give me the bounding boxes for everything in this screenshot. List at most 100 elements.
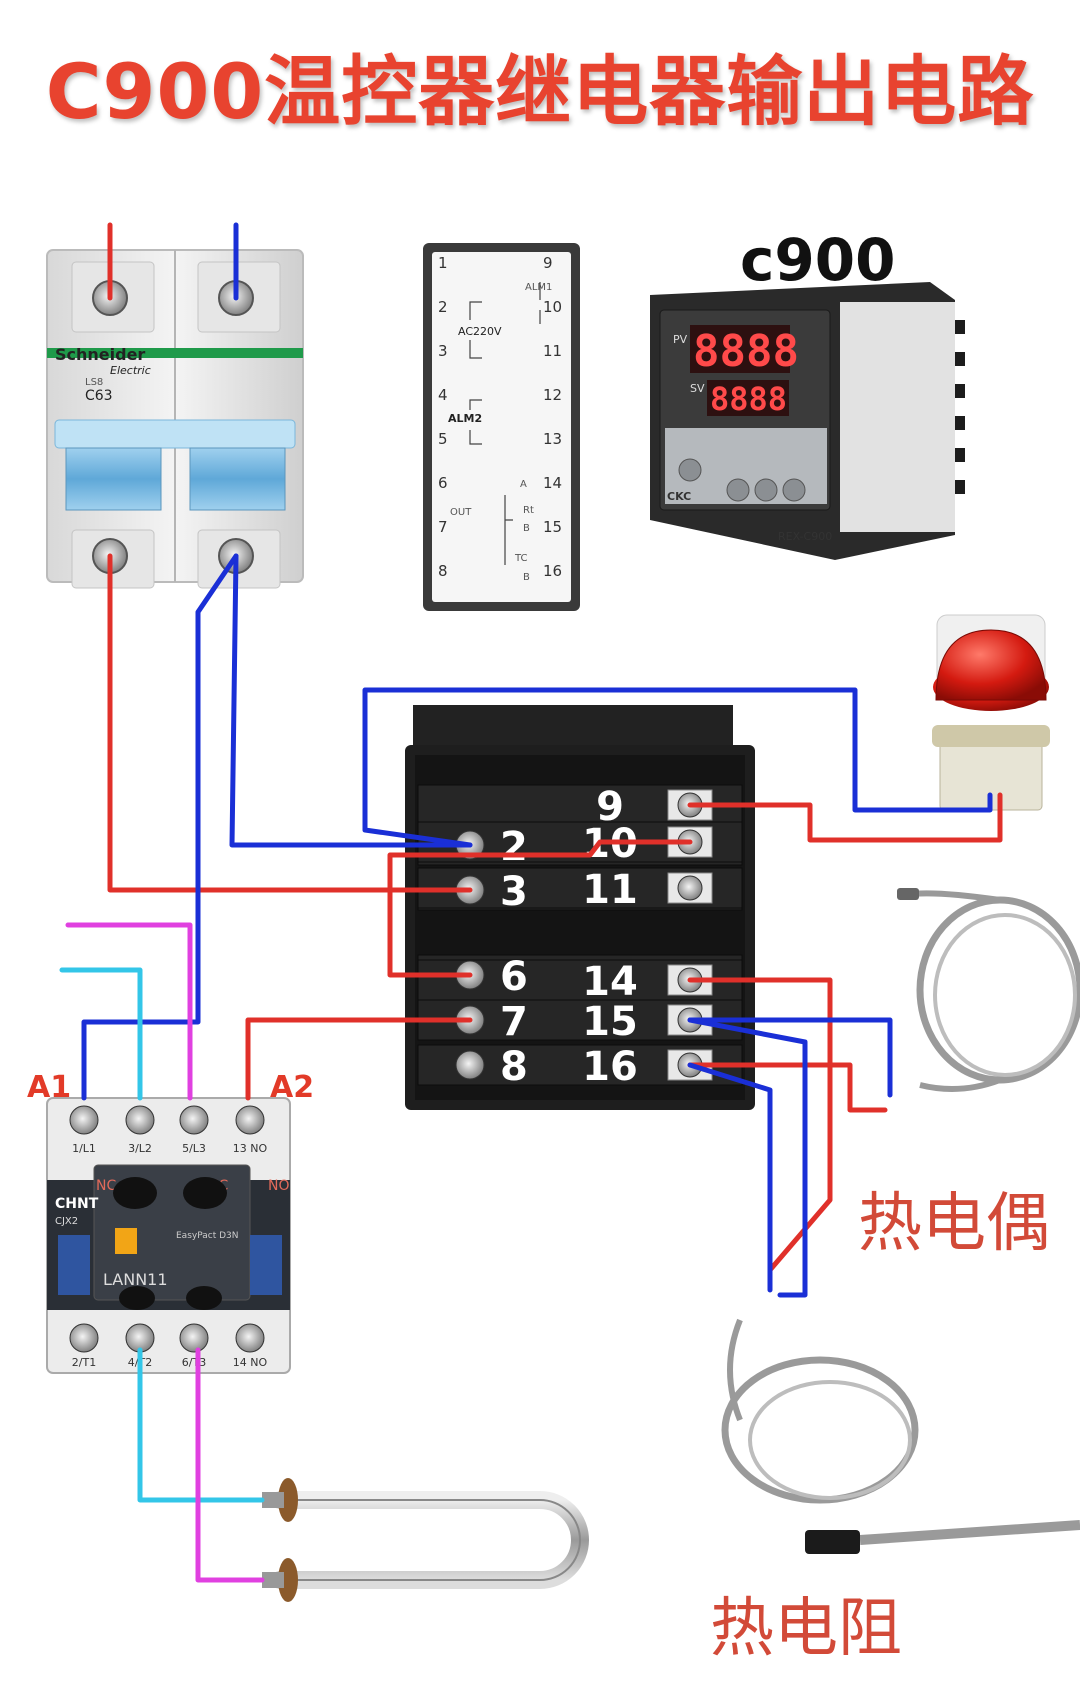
contactor-a2-label: A2 <box>270 1070 314 1105</box>
breaker-brand-sub: Electric <box>110 364 151 377</box>
contactor-bottom-label-3: 14 NO <box>233 1356 268 1369</box>
contactor-top-label-2: 5/L3 <box>182 1142 206 1155</box>
wire-live-to-pin3 <box>107 553 473 893</box>
contactor-a1-label: A1 <box>27 1070 71 1105</box>
heater-element <box>262 1478 589 1602</box>
controller-label: c900 <box>740 226 895 294</box>
rtd-sensor <box>721 1318 1080 1554</box>
wl-pin-left-2: 2 <box>438 298 448 316</box>
wire-pin15-tc-blue <box>687 1017 893 1098</box>
controller-model: REX-C900 <box>778 530 832 543</box>
controller-sv-label: SV <box>690 382 705 395</box>
contactor-aux-model: LANN11 <box>103 1270 168 1289</box>
controller-shift-button[interactable] <box>726 478 750 502</box>
contactor-top-screw-3 <box>235 1105 265 1135</box>
wires <box>59 222 1003 1583</box>
circuit-breaker: Schneider Electric LS8 C63 <box>46 249 304 589</box>
wire-pin9-to-lamp <box>687 792 1003 843</box>
alarm-lamp <box>932 614 1050 811</box>
wl-pin-left-8: 8 <box>438 562 448 580</box>
contactor-nc-left: NC <box>96 1178 116 1194</box>
thermocouple-label: 热电偶 <box>858 1187 1050 1261</box>
contactor-model: CJX2 <box>55 1216 78 1227</box>
controller-down-button[interactable] <box>754 478 778 502</box>
tb-left-label-3: 3 <box>500 869 528 915</box>
rtd-label: 热电阻 <box>710 1592 902 1666</box>
breaker-model: C63 <box>85 388 113 404</box>
page-title: C900温控器继电器输出电路 <box>45 47 1035 136</box>
breaker-brand: Schneider <box>55 345 145 364</box>
tb-right-label-16: 16 <box>582 1044 638 1090</box>
controller-set-button[interactable] <box>678 458 702 482</box>
wire-pin16-tc-red <box>687 1062 888 1113</box>
wire-t2-to-heater <box>137 1347 265 1503</box>
wl-pin-left-4: 4 <box>438 386 448 404</box>
tb-left-label-2: 2 <box>500 824 528 870</box>
wl-out: OUT <box>450 507 472 518</box>
controller-up-button[interactable] <box>782 478 806 502</box>
contactor-no-right: NO <box>268 1178 290 1194</box>
controller-front-panel: PV SV 8888 8888 CKC REX-C900 <box>650 282 965 560</box>
wire-pin16-rtd <box>687 1062 773 1293</box>
tb-left-screw-8 <box>455 1050 485 1080</box>
wl-pin-left-1: 1 <box>438 254 448 272</box>
contactor-bottom-screw-0 <box>69 1323 99 1353</box>
wire-t3-to-heater <box>195 1347 265 1583</box>
wl-tc: TC <box>514 553 528 564</box>
contactor-top-screw-2 <box>179 1105 209 1135</box>
breaker-series: LS8 <box>85 377 103 388</box>
wl-pin-right-11: 11 <box>543 342 562 360</box>
wl-supply: AC220V <box>458 325 502 338</box>
wl-pin-right-14: 14 <box>543 474 562 492</box>
controller-pv-label: PV <box>673 333 688 346</box>
wire-pin7-to-a2 <box>245 1017 473 1101</box>
wire-pin14-tc <box>687 977 833 1273</box>
thermocouple-sensor <box>897 888 1080 1092</box>
wire-pin2-to-lamp <box>362 687 993 848</box>
wire-pin15-rtd <box>687 1017 808 1298</box>
tb-right-label-9: 9 <box>596 784 624 830</box>
contactor-top-label-0: 1/L1 <box>72 1142 96 1155</box>
wl-pin-left-3: 3 <box>438 342 448 360</box>
wl-pin-left-6: 6 <box>438 474 448 492</box>
contactor-top-screw-1 <box>125 1105 155 1135</box>
tb-left-label-7: 7 <box>500 999 528 1045</box>
tb-right-label-11: 11 <box>582 867 638 913</box>
wl-rt: Rt <box>523 505 534 516</box>
tb-left-label-6: 6 <box>500 954 528 1000</box>
tb-right-label-14: 14 <box>582 959 638 1005</box>
wire-pin10-to-pin6 <box>387 839 693 978</box>
contactor-top-label-1: 3/L2 <box>128 1142 152 1155</box>
wl-pin-left-7: 7 <box>438 518 448 536</box>
wl-pin-right-13: 13 <box>543 430 562 448</box>
contactor-aux-series: EasyPact D3N <box>176 1231 238 1241</box>
tb-right-label-15: 15 <box>582 999 638 1045</box>
wl-pin-right-15: 15 <box>543 518 562 536</box>
controller-sv-display: 8888 <box>710 380 787 418</box>
contactor: CHNT CJX2 LANN11 EasyPact D3N NC NC NO 1… <box>46 1097 291 1374</box>
wire-feed-l2 <box>59 967 143 1101</box>
contactor-bottom-screw-3 <box>235 1323 265 1353</box>
contactor-brand: CHNT <box>55 1196 99 1212</box>
contactor-bottom-label-2: 6/T3 <box>182 1356 206 1369</box>
controller-brand: CKC <box>667 490 691 503</box>
tb-left-label-8: 8 <box>500 1044 528 1090</box>
wl-pin-right-16: 16 <box>543 562 562 580</box>
wl-a: A <box>520 479 527 490</box>
contactor-bottom-label-0: 2/T1 <box>72 1356 96 1369</box>
wire-feed-l3 <box>65 922 193 1101</box>
contactor-top-label-3: 13 NO <box>233 1142 268 1155</box>
wl-b1: B <box>523 523 530 534</box>
wire-neutral-to-a1 <box>81 553 239 1101</box>
wl-pin-right-9: 9 <box>543 254 553 272</box>
contactor-top-screw-0 <box>69 1105 99 1135</box>
wl-alm2: ALM2 <box>448 412 482 425</box>
wl-b2: B <box>523 572 530 583</box>
controller-pv-display: 8888 <box>693 326 799 377</box>
wl-pin-right-12: 12 <box>543 386 562 404</box>
tb-right-screw-11 <box>677 875 703 901</box>
wire-neutral-to-pin2 <box>229 553 473 848</box>
